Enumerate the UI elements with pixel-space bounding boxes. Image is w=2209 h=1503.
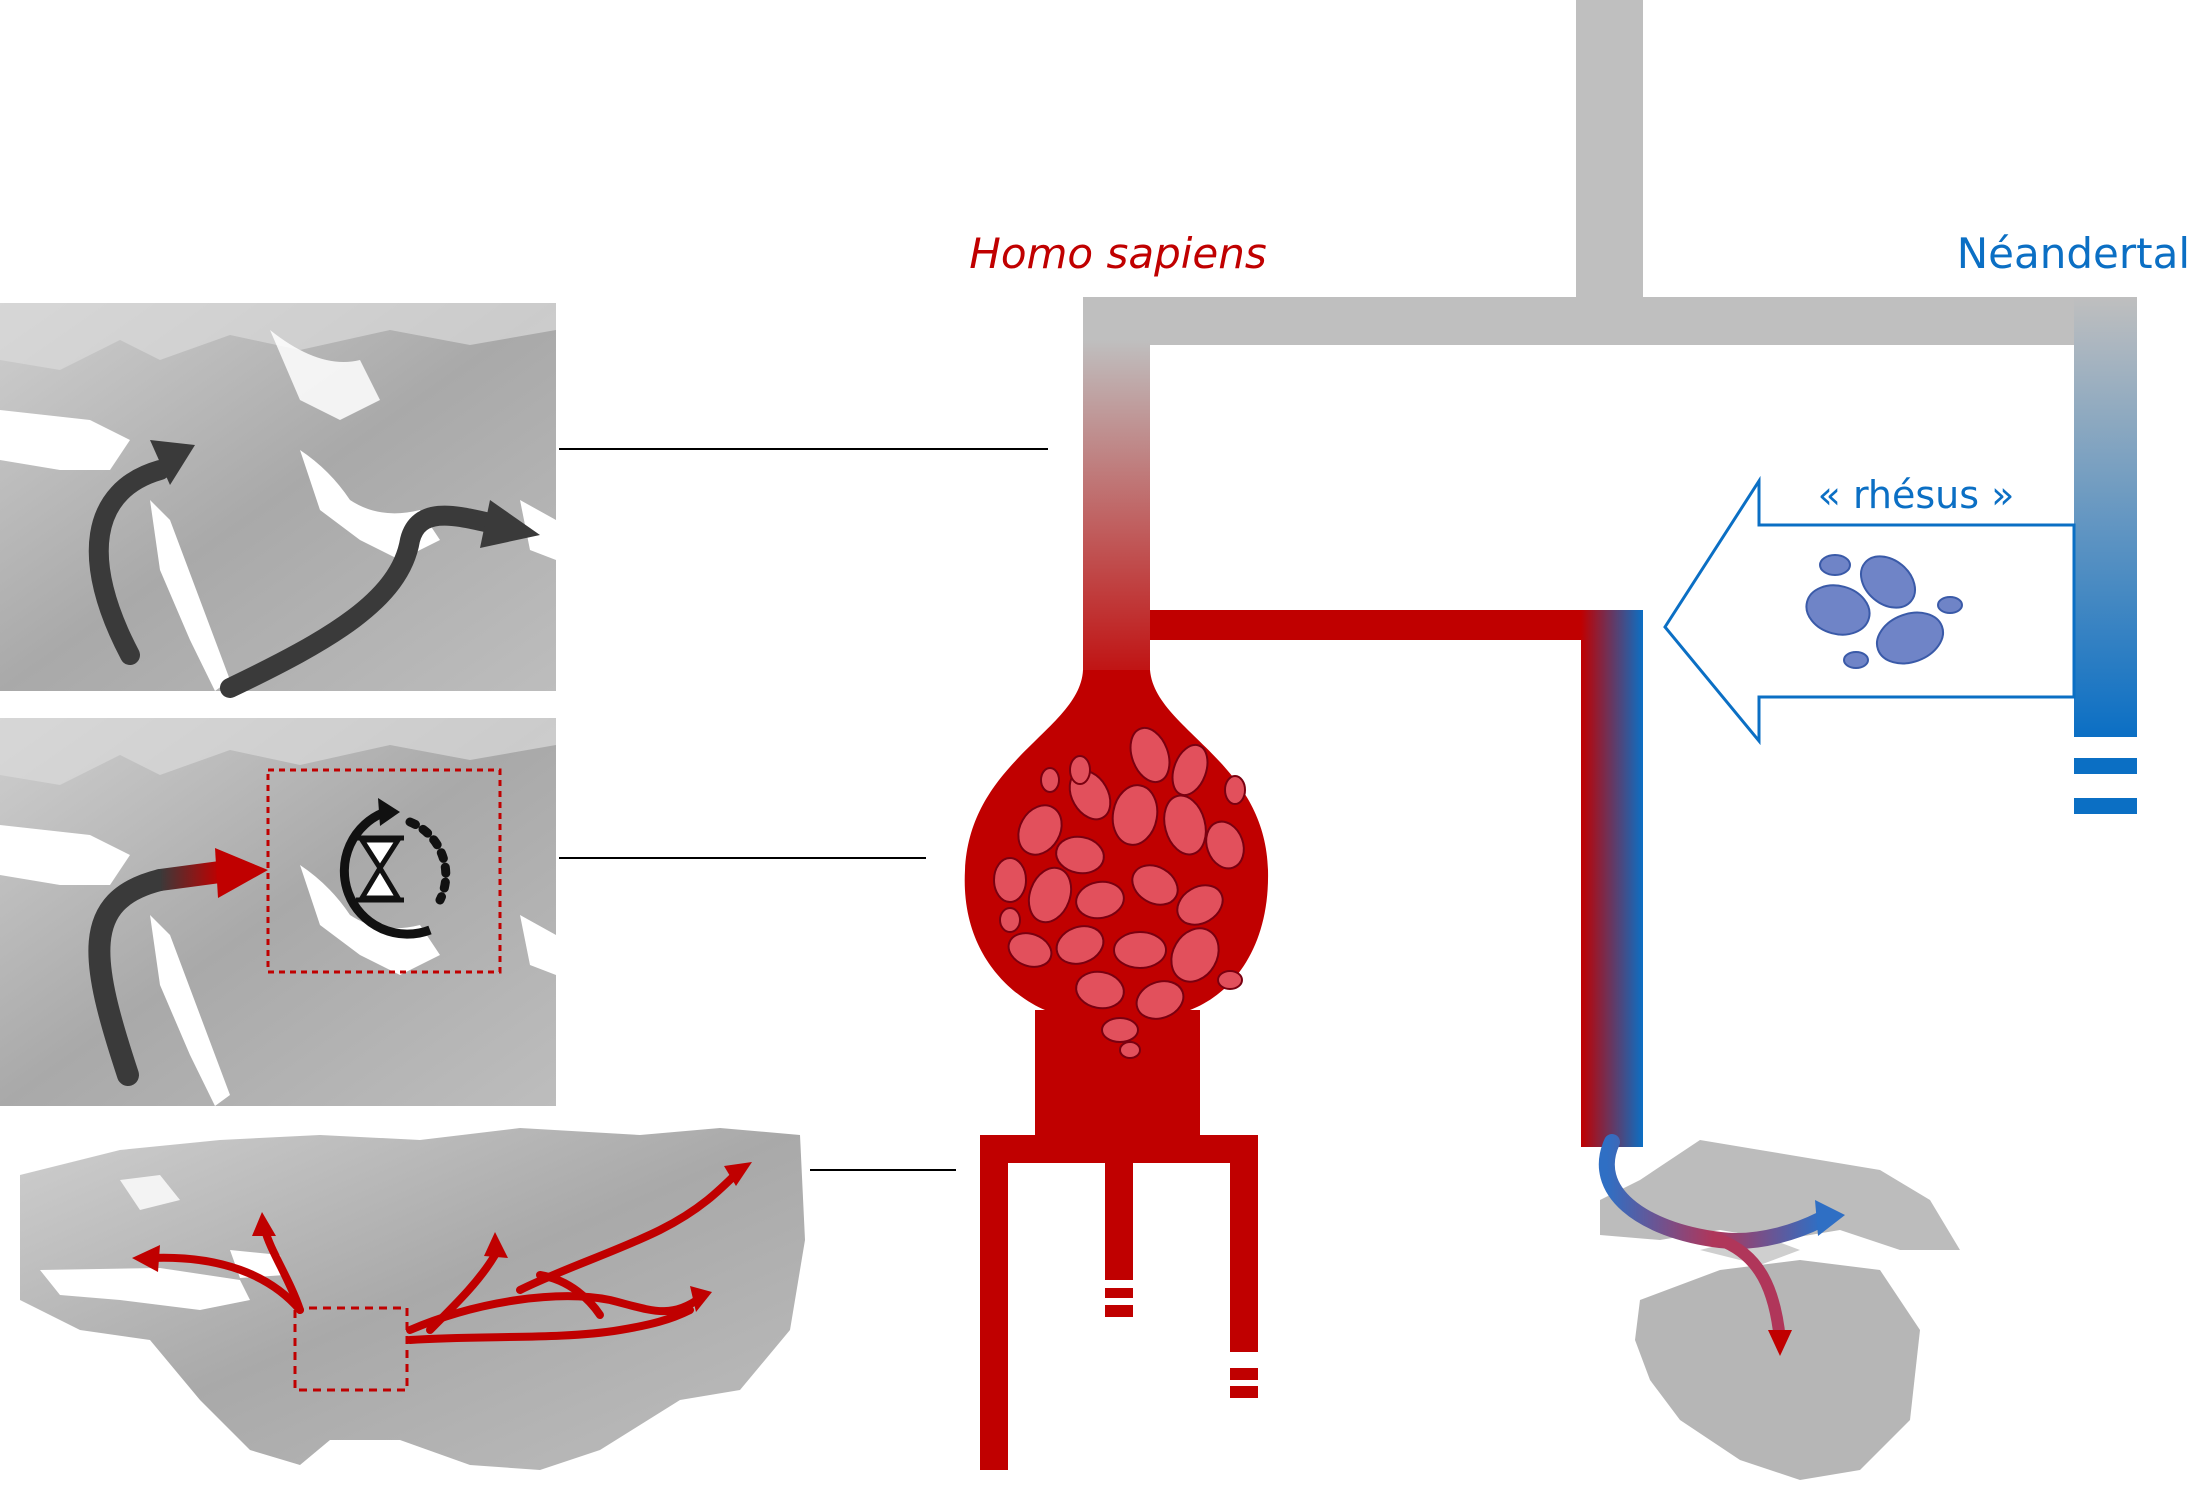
neandertal-label: Néandertal (1957, 229, 2190, 278)
homo-sapiens-label: Homo sapiens (969, 229, 1267, 278)
tree-ancestral (1083, 0, 2137, 345)
tree-neandertal-branch (2074, 297, 2137, 814)
map-panel-arabia-dispersal (0, 303, 556, 698)
map-panel-persian-gulf-standstill (0, 718, 556, 1106)
hourglass-cycle-icon (339, 798, 451, 939)
map-panel-sahul-dispersal (1598, 1134, 1960, 1480)
rhesus-introgression-arrow (1663, 475, 2076, 746)
rhesus-label: « rhésus » (1818, 473, 2015, 517)
map-panel-eurasia-expansion (20, 1128, 805, 1470)
red-blood-cells-icon (993, 726, 1246, 1059)
rhesus-blood-cells-icon (1805, 554, 1963, 669)
tree-sapiens-branch (964, 340, 1643, 1470)
standstill-region-box (266, 768, 502, 974)
origin-region-box (293, 1306, 409, 1392)
